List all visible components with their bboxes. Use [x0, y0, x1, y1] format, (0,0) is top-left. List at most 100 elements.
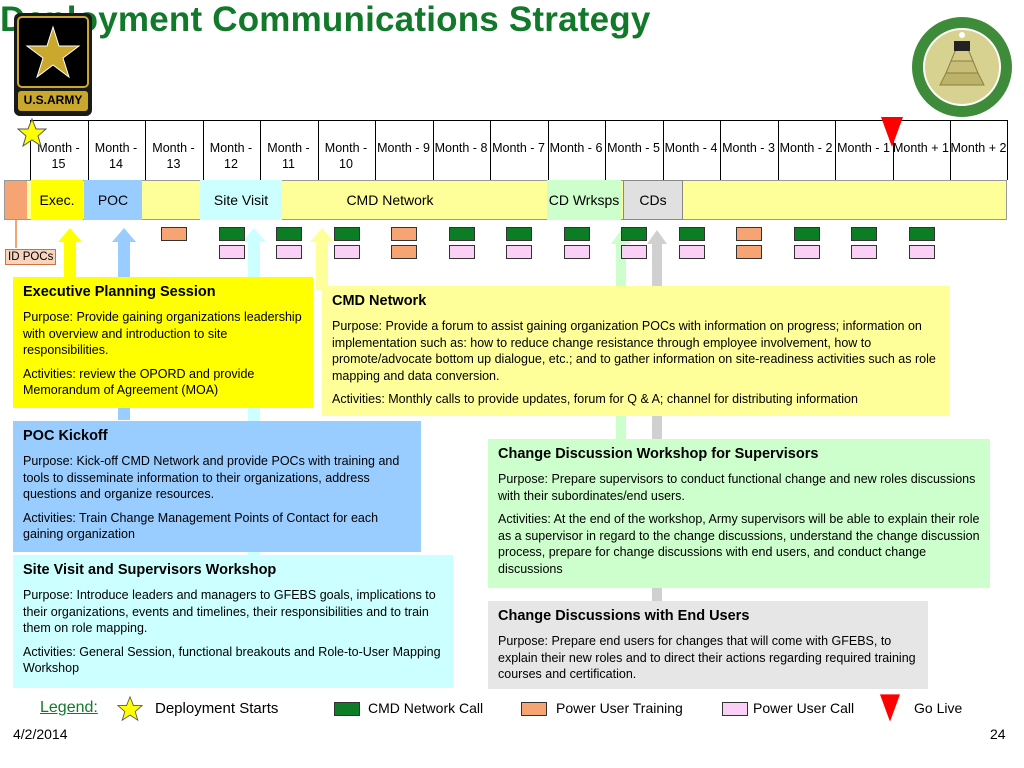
power-user-call-marker — [564, 245, 590, 259]
legend-power-call-swatch — [722, 702, 748, 716]
month-header: Month - 10 — [324, 141, 368, 171]
cmd-arrowhead — [310, 228, 334, 242]
month-divider — [88, 120, 89, 180]
power-user-call-marker — [334, 245, 360, 259]
financial-management-seal — [910, 15, 1014, 119]
month-header: Month + 2 — [950, 141, 1007, 155]
phase-exec: Exec. — [31, 180, 83, 220]
poc-kickoff-heading: POC Kickoff — [23, 428, 108, 444]
phase-cd-workshops: CD Wrksps — [547, 180, 621, 220]
army-logo: U.S.ARMY — [14, 13, 92, 116]
change-discussion-workshop-activities: Activities: At the end of the workshop, … — [498, 512, 980, 576]
legend-cmd-call-swatch — [334, 702, 360, 716]
footer-date: 4/2/2014 — [13, 726, 68, 742]
month-header: Month - 9 — [377, 141, 430, 155]
cmd-network-call-marker — [794, 227, 820, 241]
month-divider — [893, 120, 894, 180]
cmd-network-call-marker — [276, 227, 302, 241]
deployment-start-star-icon — [16, 117, 48, 148]
month-header: Month - 12 — [209, 141, 253, 171]
legend-power-training-swatch — [521, 702, 547, 716]
poc-kickoff-purpose: Purpose: Kick-off CMD Network and provid… — [23, 454, 400, 501]
executive-planning-activities: Activities: review the OPORD and provide… — [23, 366, 255, 398]
month-header: Month - 6 — [549, 141, 603, 155]
change-discussion-workshop-box: Change Discussion Workshop for Superviso… — [488, 439, 990, 588]
month-header: Month - 4 — [664, 141, 718, 155]
cmd-arrow-shaft — [316, 240, 328, 290]
legend-deployment-starts: Deployment Starts — [155, 700, 279, 717]
month-divider — [203, 120, 204, 180]
cmd-network-call-marker — [679, 227, 705, 241]
cde-arrow-shaft — [652, 240, 662, 610]
cmd-network-call-marker — [219, 227, 245, 241]
month-divider — [433, 120, 434, 180]
cmd-network-activities: Activities: Monthly calls to provide upd… — [332, 392, 858, 406]
change-discussion-workshop-purpose: Purpose: Prepare supervisors to conduct … — [498, 472, 976, 503]
phase-site-visit: Site Visit — [200, 180, 282, 220]
phase-bar-background — [4, 180, 1007, 220]
cmd-network-heading: CMD Network — [332, 293, 427, 309]
timeline-right-border — [1007, 120, 1008, 180]
timeline-top-border — [30, 120, 1008, 121]
legend-star-icon — [116, 695, 144, 722]
change-discussions-end-users-purpose: Purpose: Prepare end users for changes t… — [498, 634, 916, 681]
phase-id-pocs-block — [5, 181, 27, 219]
cmd-network-call-marker — [564, 227, 590, 241]
power-user-training-marker — [391, 245, 417, 259]
legend-power-call: Power User Call — [753, 700, 855, 716]
power-user-call-marker — [679, 245, 705, 259]
month-header: Month - 8 — [434, 141, 488, 155]
month-divider — [375, 120, 376, 180]
month-divider — [720, 120, 721, 180]
month-divider — [778, 120, 779, 180]
month-divider — [145, 120, 146, 180]
power-user-call-marker — [219, 245, 245, 259]
cmd-network-call-marker — [909, 227, 935, 241]
cmd-network-call-marker — [506, 227, 532, 241]
poc-arrowhead — [112, 228, 136, 242]
exec-arrowhead — [58, 228, 82, 242]
legend-power-training: Power User Training — [556, 700, 683, 716]
month-header: Month - 15 — [37, 141, 80, 171]
cmd-network-box: CMD Network Purpose: Provide a forum to … — [322, 286, 950, 416]
cmd-network-call-marker — [449, 227, 475, 241]
month-divider — [950, 120, 951, 180]
executive-planning-heading: Executive Planning Session — [23, 284, 216, 300]
exec-arrow-shaft — [64, 240, 76, 280]
legend-go-live-icon — [880, 694, 900, 722]
site-arrowhead — [242, 228, 266, 242]
month-divider — [318, 120, 319, 180]
timeline-left-border — [30, 120, 31, 180]
legend-go-live: Go Live — [914, 700, 963, 716]
go-live-marker-icon — [881, 117, 903, 147]
month-divider — [260, 120, 261, 180]
month-header: Month + 1 — [893, 141, 949, 155]
month-header: Month - 11 — [267, 141, 310, 171]
legend-cmd-call: CMD Network Call — [368, 700, 484, 716]
month-header: Month - 7 — [492, 141, 545, 155]
power-user-call-marker — [621, 245, 647, 259]
change-discussions-end-users-box: Change Discussions with End Users Purpos… — [488, 601, 928, 689]
phase-cds: CDs — [623, 180, 683, 220]
phase-poc: POC — [84, 180, 142, 220]
cmd-network-purpose: Purpose: Provide a forum to assist gaini… — [332, 319, 936, 383]
month-header: Month - 14 — [94, 141, 138, 171]
month-divider — [663, 120, 664, 180]
site-visit-box: Site Visit and Supervisors Workshop Purp… — [13, 555, 453, 688]
poc-kickoff-box: POC Kickoff Purpose: Kick-off CMD Networ… — [13, 421, 421, 552]
site-visit-purpose: Purpose: Introduce leaders and managers … — [23, 588, 436, 635]
army-logo-text: U.S.ARMY — [23, 93, 83, 107]
site-visit-heading: Site Visit and Supervisors Workshop — [23, 562, 277, 578]
executive-planning-purpose: Purpose: Provide gaining organizations l… — [23, 310, 302, 357]
change-discussions-end-users-heading: Change Discussions with End Users — [498, 608, 750, 624]
power-user-training-marker — [736, 227, 762, 241]
change-discussion-workshop-heading: Change Discussion Workshop for Superviso… — [498, 446, 819, 462]
month-header: Month - 13 — [152, 141, 195, 171]
month-header: Month - 2 — [779, 141, 833, 155]
page-number: 24 — [990, 726, 1006, 742]
month-divider — [548, 120, 549, 180]
cde-arrowhead — [647, 230, 667, 244]
id-pocs-label: ID POCs — [5, 249, 57, 265]
legend-label: Legend: — [40, 699, 98, 716]
month-header: Month - 1 — [837, 141, 890, 155]
